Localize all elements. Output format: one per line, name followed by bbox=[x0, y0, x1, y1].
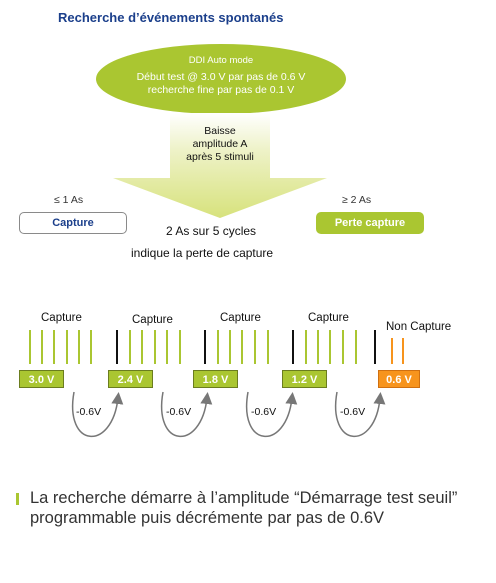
arrow-caption: Baisse amplitude A après 5 stimuli bbox=[170, 125, 270, 164]
seq-label-3: Capture bbox=[220, 312, 261, 324]
voltage-box-4: 1.2 V bbox=[282, 370, 327, 388]
page-title: Recherche d’événements spontanés bbox=[58, 10, 284, 25]
voltage-box-3: 1.8 V bbox=[193, 370, 238, 388]
step-label-4: -0.6V bbox=[340, 406, 366, 418]
perte-capture-box: Perte capture bbox=[316, 212, 424, 234]
arrow-line2: amplitude A bbox=[192, 138, 248, 150]
arrow-line3: après 5 stimuli bbox=[186, 151, 254, 163]
step-label-3: -0.6V bbox=[251, 406, 277, 418]
rule-line2: indique la perte de capture bbox=[131, 246, 274, 260]
mode-name: DDI Auto mode bbox=[188, 55, 254, 66]
right-threshold: ≥ 2 As bbox=[342, 194, 372, 206]
seq-label-5: Non Capture bbox=[386, 321, 452, 333]
voltage-box-5: 0.6 V bbox=[378, 370, 420, 388]
seq-label-2: Capture bbox=[132, 314, 173, 326]
seq-label-4: Capture bbox=[308, 312, 349, 324]
voltage-box-1: 3.0 V bbox=[19, 370, 64, 388]
mode-line2: recherche fine par pas de 0.1 V bbox=[147, 84, 295, 96]
mode-line1: Début test @ 3.0 V par pas de 0.6 V bbox=[136, 71, 306, 83]
seq-label-1: Capture bbox=[41, 312, 82, 324]
arrow-line1: Baisse bbox=[204, 125, 236, 137]
voltage-box-2: 2.4 V bbox=[108, 370, 153, 388]
left-threshold: ≤ 1 As bbox=[54, 194, 84, 206]
step-label-1: -0.6V bbox=[76, 406, 102, 418]
capture-box: Capture bbox=[19, 212, 127, 234]
bullet-marker bbox=[16, 493, 19, 505]
bottom-note: La recherche démarre à l’amplitude “Déma… bbox=[30, 489, 458, 527]
auto-mode-ellipse: DDI Auto mode Début test @ 3.0 V par pas… bbox=[96, 44, 346, 114]
rule-line1: 2 As sur 5 cycles bbox=[166, 224, 257, 238]
step-label-2: -0.6V bbox=[166, 406, 192, 418]
